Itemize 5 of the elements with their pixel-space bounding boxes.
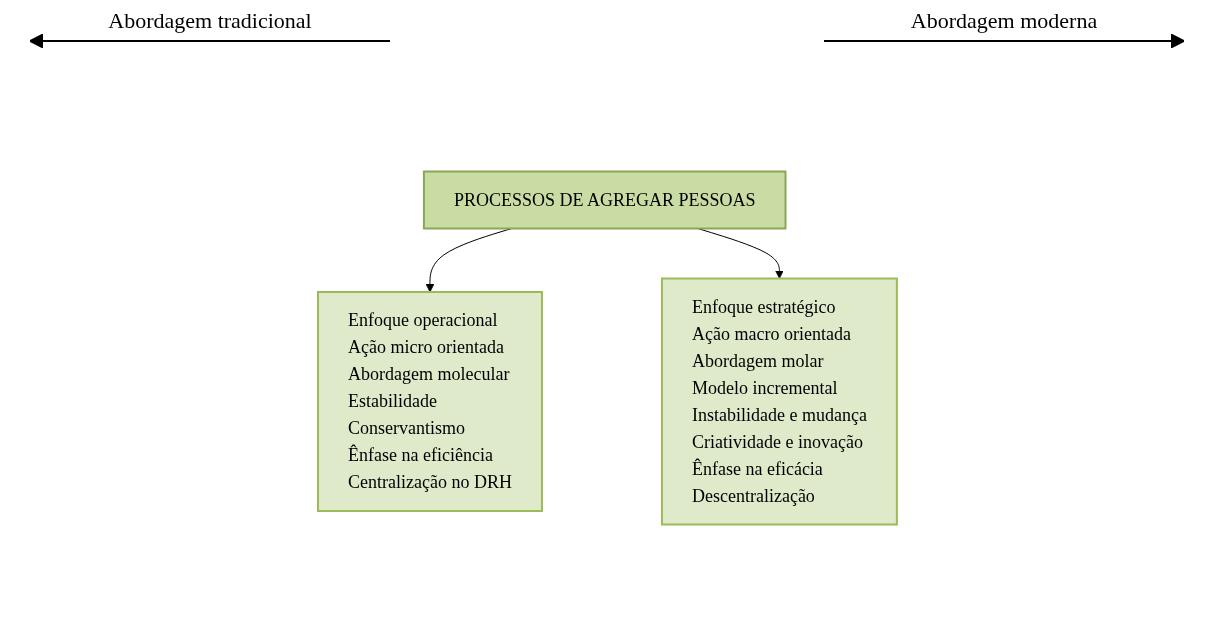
heading-label: Abordagem moderna [910, 8, 1098, 34]
heading-label: Abordagem tradicional [108, 8, 312, 34]
node-box: Enfoque estratégico Ação macro orientada Abordagem molar Modelo incremental Instabilidade e mudança Criatividade e inovação Ênfase na eficácia Descentralização [660, 277, 898, 526]
node-box: PROCESSOS DE AGREGAR PESSOAS [422, 170, 787, 230]
node-box: Enfoque operacional Ação micro orientada Abordagem molecular Estabilidade Conservantismo Ênfase na eficiência Centralização no DRH [316, 291, 543, 512]
